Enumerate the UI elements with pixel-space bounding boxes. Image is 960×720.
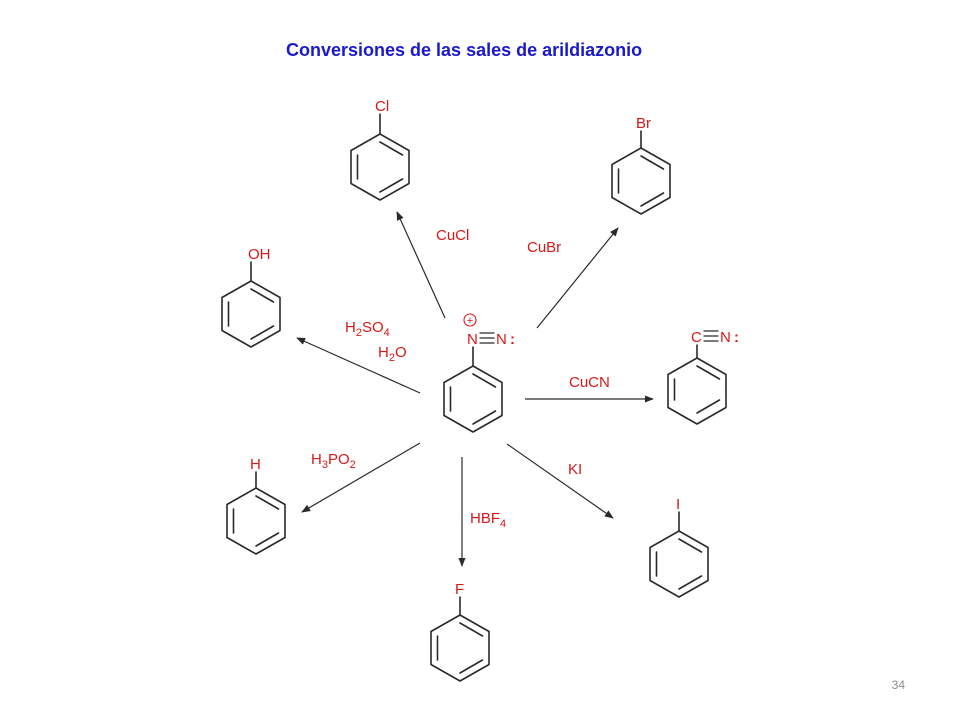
- nitrile-nitrogen-label: N: [720, 329, 731, 346]
- arrow-to-phenol: [296, 337, 421, 394]
- slide-number: 34: [891, 678, 905, 692]
- fluorobenzene: F: [430, 581, 490, 682]
- reagent-cucn: CuCN: [569, 374, 610, 391]
- arrow-to-chlorobenzene: [396, 211, 446, 319]
- nitrogen-2-label: N: [496, 331, 507, 348]
- benzene-ring: [443, 365, 503, 433]
- reagent-cubr: CuBr: [527, 239, 561, 256]
- arrow-to-benzene: [301, 442, 421, 513]
- fluorine-label: F: [455, 581, 464, 598]
- iodobenzene: I: [649, 496, 709, 598]
- benzonitrile: C N :: [667, 329, 739, 425]
- reagent-cucl: CuCl: [436, 227, 469, 244]
- bromobenzene: Br: [611, 115, 671, 215]
- arrow-to-bromobenzene: [536, 227, 619, 329]
- nitrile-lone-pair: :: [734, 329, 739, 346]
- benzene: H: [226, 456, 286, 555]
- chlorine-label: Cl: [375, 98, 389, 115]
- chlorobenzene: Cl: [350, 98, 410, 201]
- bromine-label: Br: [636, 115, 651, 132]
- hydrogen-label: H: [250, 456, 261, 473]
- hydroxyl-label: OH: [248, 246, 271, 263]
- reagent-h2so4: H2SO4: [345, 319, 390, 339]
- reagent-h3po2: H3PO2: [311, 451, 356, 471]
- reagent-h2o: H2O: [378, 344, 407, 364]
- nitrogen-lone-pair: :: [510, 331, 515, 348]
- positive-charge-sign: +: [467, 315, 473, 327]
- phenol: OH: [221, 246, 281, 348]
- nitrile-carbon-label: C: [691, 329, 702, 346]
- positive-charge-circle: [463, 313, 477, 327]
- reagent-ki: KI: [568, 461, 582, 478]
- iodine-label: I: [676, 496, 680, 513]
- arrow-to-iodobenzene: [506, 443, 614, 519]
- nitrogen-1-label: N: [467, 331, 478, 348]
- reagent-hbf4: HBF4: [470, 510, 506, 530]
- diagram-title: Conversiones de las sales de arildiazoni…: [286, 40, 642, 60]
- diazonium-salt: + N N :: [443, 313, 515, 433]
